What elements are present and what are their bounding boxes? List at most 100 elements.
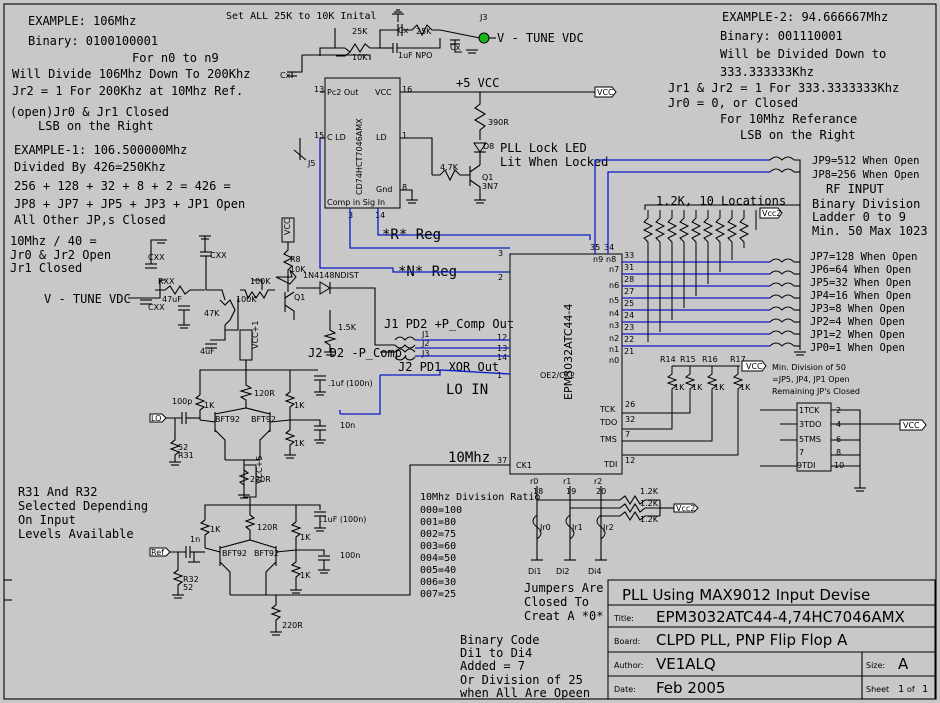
svg-text:r2: r2 bbox=[594, 477, 602, 486]
svg-text:when All Are Opeen: when All Are Opeen bbox=[460, 686, 590, 700]
svg-text:R15: R15 bbox=[680, 355, 696, 364]
svg-text:1.5K: 1.5K bbox=[338, 323, 357, 332]
svg-text:Vcc2: Vcc2 bbox=[676, 504, 695, 513]
svg-text:n5: n5 bbox=[609, 296, 619, 305]
svg-text:JP8 + JP7 + JP5 + JP3 + JP1 Op: JP8 + JP7 + JP5 + JP3 + JP1 Open bbox=[14, 197, 245, 211]
jp0-label: JP0=1 When Open bbox=[810, 342, 905, 354]
svg-text:LD: LD bbox=[376, 133, 387, 142]
svg-text:J1: J1 bbox=[421, 330, 429, 339]
svg-text:37: 37 bbox=[497, 456, 507, 465]
svg-text:LO: LO bbox=[151, 414, 161, 423]
svg-text:25: 25 bbox=[624, 299, 634, 308]
svg-text:28: 28 bbox=[624, 275, 634, 284]
binary-ladder-note: RF INPUT Binary Division Ladder 0 to 9 M… bbox=[812, 182, 928, 238]
svg-text:1K: 1K bbox=[294, 439, 305, 448]
svg-text:CK1: CK1 bbox=[516, 461, 532, 470]
svg-text:1n: 1n bbox=[190, 535, 200, 544]
svg-text:For 10Mhz Referance: For 10Mhz Referance bbox=[720, 112, 857, 126]
svg-text:Jr2 = 1 For 200Khz at 10Mhz Re: Jr2 = 1 For 200Khz at 10Mhz Ref. bbox=[12, 84, 243, 98]
svg-text:Binary Division: Binary Division bbox=[812, 197, 920, 211]
jtag-pullups: R14 R15 R16 R17 VCC Min. Division of 50 … bbox=[622, 355, 860, 456]
svg-text:Di4: Di4 bbox=[588, 567, 601, 576]
svg-text:r0: r0 bbox=[530, 477, 538, 486]
svg-text:Cx: Cx bbox=[280, 71, 291, 80]
svg-text:Binary: 001110001: Binary: 001110001 bbox=[720, 29, 843, 43]
svg-text:Q1: Q1 bbox=[294, 293, 305, 302]
svg-text:VCC: VCC bbox=[597, 88, 614, 97]
svg-text:Author:: Author: bbox=[614, 661, 644, 670]
svg-text:Ladder 0 to 9: Ladder 0 to 9 bbox=[812, 210, 906, 224]
jumpers-note: Jumpers Are Closed To Creat A *0* bbox=[524, 581, 603, 623]
date-value: Feb 2005 bbox=[656, 679, 726, 697]
svg-text:Q1: Q1 bbox=[482, 173, 493, 182]
svg-text:3: 3 bbox=[498, 249, 503, 258]
svg-text:5TMS: 5TMS bbox=[799, 435, 821, 444]
svg-text:16: 16 bbox=[402, 85, 412, 94]
svg-text:19: 19 bbox=[566, 487, 576, 496]
svg-text:3TDO: 3TDO bbox=[799, 420, 821, 429]
svg-text:10Mhz / 40 =: 10Mhz / 40 = bbox=[10, 234, 97, 248]
lock-led-circuit: +5 VCC VCC 390R D8 PLL Lock LED Lit When… bbox=[432, 76, 617, 204]
svg-text:26: 26 bbox=[625, 400, 635, 409]
svg-text:VCC+1: VCC+1 bbox=[251, 321, 260, 349]
svg-text:Min. Division of 50: Min. Division of 50 bbox=[772, 363, 846, 372]
svg-text:7: 7 bbox=[799, 448, 804, 457]
jp8-label: JP8=256 When Open bbox=[812, 169, 919, 181]
svg-text:LSB on the Right: LSB on the Right bbox=[38, 119, 154, 133]
svg-text:120R: 120R bbox=[257, 523, 278, 532]
svg-text:n7: n7 bbox=[609, 265, 619, 274]
svg-text:RF INPUT: RF INPUT bbox=[826, 182, 884, 196]
division-outputs: 33 31 28 27 25 24 23 22 21 bbox=[594, 156, 806, 356]
svg-text:Jr1 & Jr2 = 1 For 333.3333333K: Jr1 & Jr2 = 1 For 333.3333333Khz bbox=[668, 81, 899, 95]
j5-connector: J5 bbox=[293, 138, 315, 168]
svg-text:R14: R14 bbox=[660, 355, 676, 364]
svg-text:Jr1 Closed: Jr1 Closed bbox=[10, 261, 82, 275]
svg-text:23: 23 bbox=[624, 323, 634, 332]
svg-text:1.2K: 1.2K bbox=[640, 515, 659, 524]
svg-text:3N7: 3N7 bbox=[482, 182, 498, 191]
svg-text:BFT92: BFT92 bbox=[251, 415, 276, 424]
svg-text:1.2K: 1.2K bbox=[640, 499, 659, 508]
svg-text:Vcc2: Vcc2 bbox=[762, 209, 781, 218]
svg-text:1K: 1K bbox=[740, 383, 751, 392]
svg-text:of: of bbox=[907, 685, 915, 694]
svg-text:004=50: 004=50 bbox=[420, 553, 456, 564]
svg-text:256 + 128 + 32 + 8 + 2 = 426 =: 256 + 128 + 32 + 8 + 2 = 426 = bbox=[14, 179, 231, 193]
svg-text:Comp in Sig In: Comp in Sig In bbox=[327, 198, 385, 207]
svg-text:1: 1 bbox=[497, 371, 502, 380]
jr-jumpers: Jr0 Jr1 Jr2 Di1 Di2 Di4 1.2K 1.2K 1.2K V… bbox=[528, 486, 699, 576]
svg-text:1K: 1K bbox=[692, 383, 703, 392]
title-value: EPM3032ATC44-4,74HC7046AMX bbox=[656, 608, 905, 626]
svg-text:15: 15 bbox=[314, 131, 324, 140]
jp5-label: JP5=32 When Open bbox=[810, 277, 911, 289]
r31-r32-note: R31 And R32 Selected Depending On Input … bbox=[18, 485, 148, 541]
svg-text:47K: 47K bbox=[204, 309, 220, 318]
svg-text:1K: 1K bbox=[714, 383, 725, 392]
svg-text:007=25: 007=25 bbox=[420, 589, 456, 600]
svg-text:R16: R16 bbox=[702, 355, 718, 364]
svg-text:Added = 7: Added = 7 bbox=[460, 659, 525, 673]
svg-text:J3: J3 bbox=[421, 349, 429, 358]
svg-text:CXX: CXX bbox=[210, 251, 227, 260]
svg-text:120R: 120R bbox=[254, 389, 275, 398]
svg-text:10K: 10K bbox=[290, 265, 306, 274]
svg-text:100p: 100p bbox=[172, 397, 192, 406]
svg-text:n8: n8 bbox=[606, 255, 616, 264]
svg-text:R8: R8 bbox=[290, 255, 301, 264]
svg-text:005=40: 005=40 bbox=[420, 565, 456, 576]
svg-text:n2: n2 bbox=[609, 334, 619, 343]
svg-text:Jumpers Are: Jumpers Are bbox=[524, 581, 603, 595]
svg-text:Jr0 & Jr2 Open: Jr0 & Jr2 Open bbox=[10, 248, 111, 262]
svg-text:Binary: 0100100001: Binary: 0100100001 bbox=[28, 34, 158, 48]
pll-chip-7046: Pc2 Out VCC C LD LD Gnd Comp in Sig In C… bbox=[314, 77, 595, 220]
jp3-label: JP3=8 When Open bbox=[810, 303, 905, 315]
jp7-label: JP7=128 When Open bbox=[810, 251, 917, 263]
svg-text:All Other JP,s Closed: All Other JP,s Closed bbox=[14, 213, 166, 227]
svg-text:10Mhz: 10Mhz bbox=[448, 450, 490, 466]
svg-text:V - TUNE VDC: V - TUNE VDC bbox=[44, 292, 131, 306]
frame-ticks bbox=[4, 579, 936, 601]
svg-text:Binary Code: Binary Code bbox=[460, 633, 539, 647]
lo-input-path: LO IN bbox=[339, 369, 511, 415]
svg-text:Cx: Cx bbox=[450, 43, 461, 52]
svg-text:.1uF (100n): .1uF (100n) bbox=[320, 515, 366, 524]
